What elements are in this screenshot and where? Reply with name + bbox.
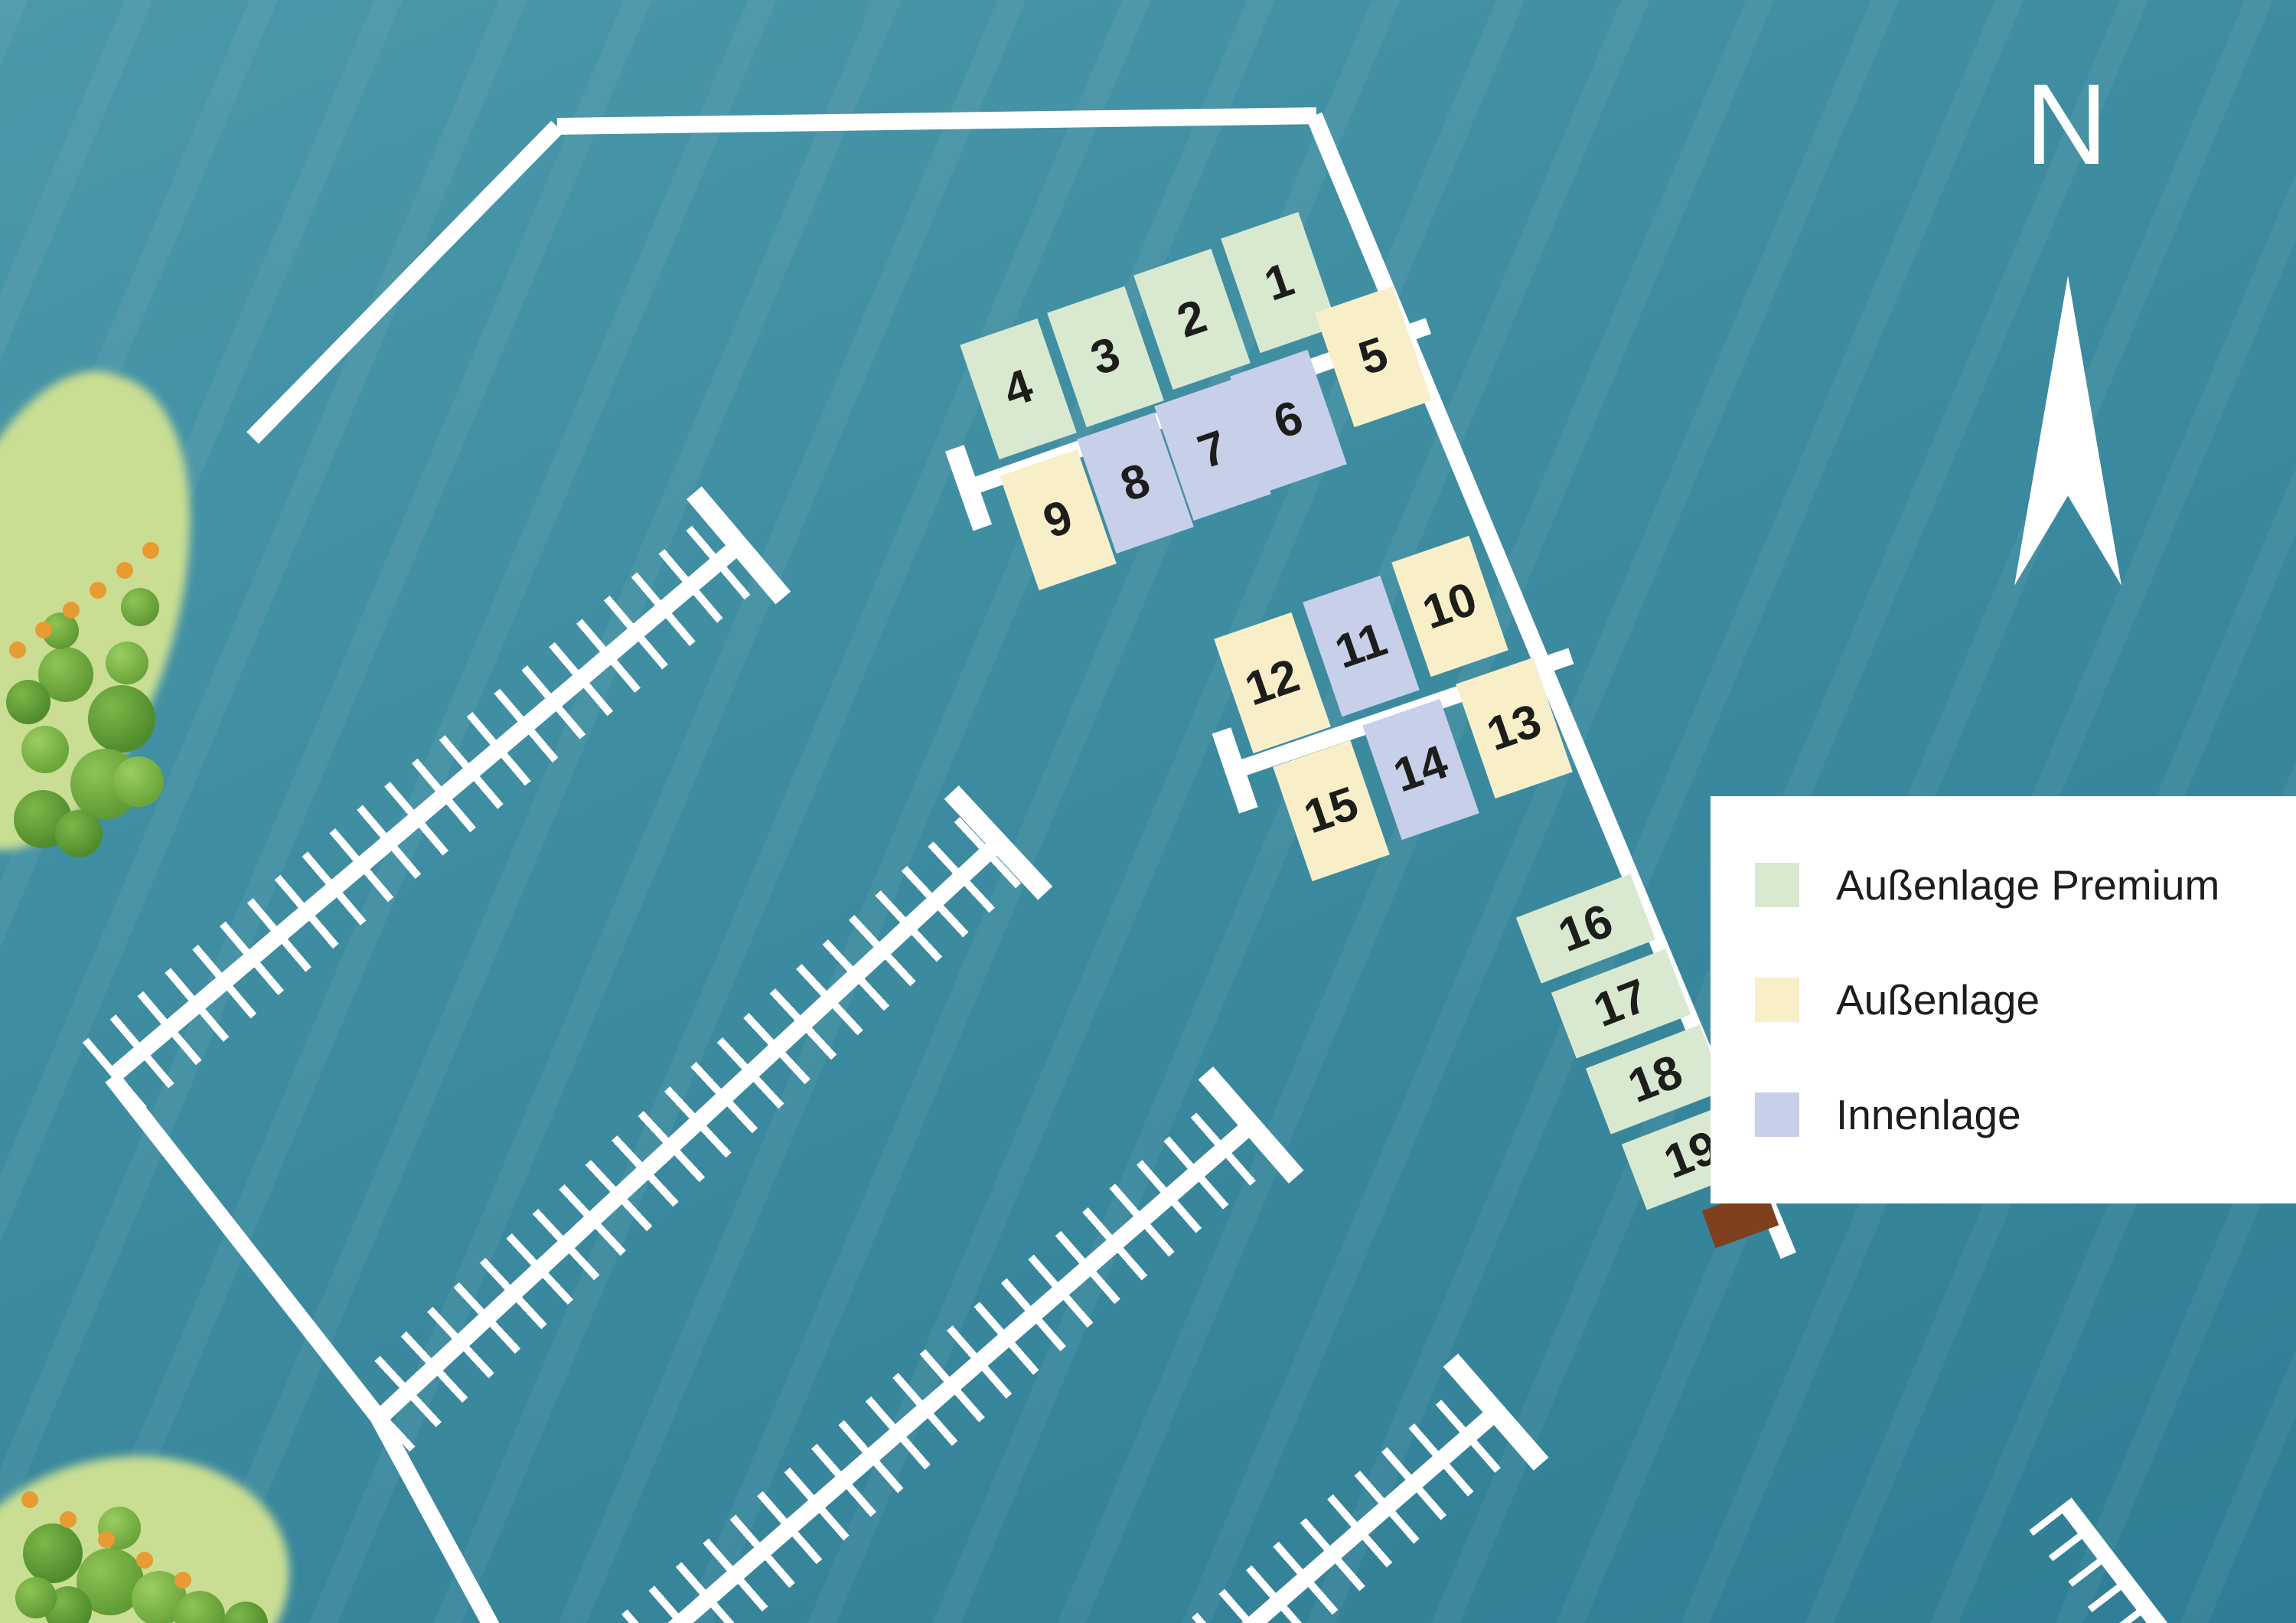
tree-icon (88, 685, 155, 753)
legend-row-aussenlage-premium: Außenlage Premium (1755, 860, 2268, 909)
legend-swatch-aussenlage (1755, 978, 1799, 1022)
finger-pier-1 (82, 486, 791, 1112)
berth-number: 2 (1170, 289, 1213, 348)
berth-number: 10 (1416, 572, 1484, 640)
berth-number: 8 (1114, 453, 1156, 512)
legend-label: Außenlage Premium (1836, 861, 2220, 909)
shrub-dot-icon (174, 1572, 191, 1589)
berth-number: 1 (1257, 253, 1300, 312)
berth-number: 18 (1621, 1044, 1690, 1114)
berth-number: 17 (1587, 968, 1655, 1038)
legend-swatch-innenlage (1755, 1092, 1799, 1137)
finger-pier-southeast (2029, 1475, 2296, 1623)
berth-number: 9 (1036, 490, 1079, 549)
berth-5[interactable]: 5 (1315, 286, 1432, 428)
tree-icon (121, 588, 159, 626)
berth-number: 6 (1267, 390, 1309, 449)
dock-end-cap (945, 445, 993, 531)
shrub-dot-icon (21, 1491, 38, 1508)
shrub-dot-icon (63, 602, 80, 619)
berth-number: 13 (1480, 694, 1548, 762)
breakwater-north (556, 107, 1317, 135)
berth-number: 14 (1387, 735, 1455, 803)
pier-walkway (373, 832, 1009, 1425)
legend-row-aussenlage: Außenlage (1755, 975, 2268, 1024)
berth-15[interactable]: 15 (1273, 740, 1390, 882)
shrub-dot-icon (90, 582, 106, 599)
berth-number: 16 (1551, 893, 1620, 963)
legend-swatch-aussenlage-premium (1755, 863, 1799, 907)
tree-icon (106, 642, 148, 684)
legend-label: Innenlage (1836, 1091, 2021, 1138)
berth-number: 4 (996, 359, 1039, 418)
shrub-dot-icon (142, 542, 159, 559)
berth-number: 15 (1297, 776, 1365, 844)
berth-number: 11 (1329, 612, 1394, 679)
tree-icon (113, 756, 164, 807)
berth-number: 12 (1238, 648, 1306, 717)
pier-walkway (106, 535, 748, 1084)
tree-icon (15, 1577, 57, 1618)
shrub-dot-icon (116, 562, 133, 579)
legend-label: Außenlage (1836, 976, 2040, 1024)
boundary-walkway (105, 1072, 386, 1424)
shrub-dot-icon (98, 1531, 115, 1548)
compass-north-label: N (2024, 60, 2108, 188)
shrub-dot-icon (136, 1552, 153, 1569)
boundary-walkway (371, 1414, 507, 1623)
legend: Außenlage Premium Außenlage Innenlage (1711, 796, 2296, 1203)
tree-icon (23, 1523, 83, 1583)
berth-number: 7 (1191, 420, 1234, 479)
tree-icon (6, 680, 51, 724)
tree-icon (21, 726, 69, 773)
tree-icon (55, 810, 103, 857)
berth-number: 3 (1084, 327, 1127, 386)
compass-arrow-icon (2014, 276, 2122, 586)
shrub-dot-icon (9, 642, 26, 658)
legend-row-innenlage: Innenlage (1755, 1090, 2268, 1139)
berth-number: 5 (1352, 327, 1394, 386)
shrub-dot-icon (35, 622, 52, 638)
shrub-dot-icon (60, 1511, 77, 1528)
berth-14[interactable]: 14 (1362, 698, 1479, 841)
breakwater-northwest (246, 120, 563, 444)
